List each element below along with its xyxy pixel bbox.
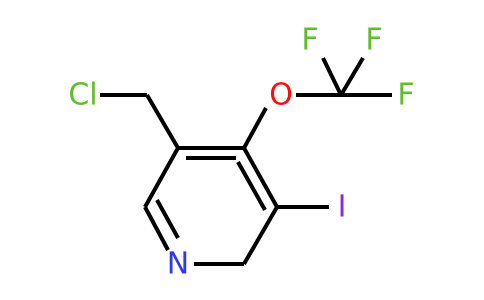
bond-c4-o [242, 107, 268, 149]
bond-c4-c5 [242, 147, 279, 208]
atom-fluorine-3: F [397, 78, 414, 113]
bond-c-f2 [339, 56, 365, 97]
atom-oxygen: O [269, 78, 293, 113]
bond-n-c2 [143, 206, 170, 251]
bond-c4-c5-inner [236, 161, 267, 211]
bond-c5-c6 [242, 205, 279, 266]
atom-labels: Cl O F F F I N [68, 23, 414, 282]
bond-ch2-c3 [145, 93, 180, 150]
atom-chlorine: Cl [68, 78, 97, 113]
atom-nitrogen: N [167, 247, 189, 282]
bond-n-c2-inner [155, 199, 180, 239]
bond-c2-c3 [143, 147, 180, 208]
atom-iodine: I [338, 190, 347, 225]
atom-fluorine-1: F [301, 23, 318, 58]
bonds [100, 56, 392, 266]
bond-c-f1 [321, 57, 343, 96]
atom-fluorine-2: F [365, 23, 382, 58]
